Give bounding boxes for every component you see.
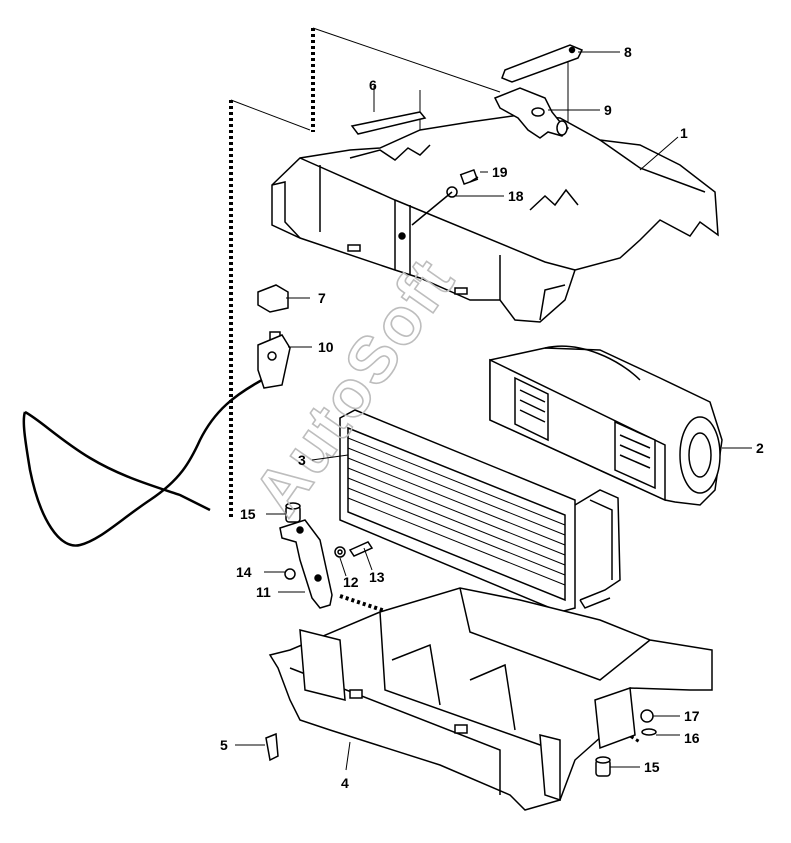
callout-18: 18 <box>508 188 524 204</box>
callout-2: 2 <box>756 440 764 456</box>
callout-3: 3 <box>298 452 306 468</box>
callout-7: 7 <box>318 290 326 306</box>
bracket-strap-part-8 <box>501 44 584 83</box>
control-knob-cable-parts-7-10 <box>22 284 291 547</box>
clip-part-5 <box>265 732 279 762</box>
callout-13: 13 <box>369 569 385 585</box>
callout-5: 5 <box>220 737 228 753</box>
callout-8: 8 <box>624 44 632 60</box>
callout-numbers: 1 2 3 4 5 6 7 8 9 10 11 12 13 14 15 15 1… <box>220 44 764 791</box>
callout-4: 4 <box>341 775 349 791</box>
callout-leader-lines <box>235 51 752 771</box>
callout-12: 12 <box>343 574 359 590</box>
callout-17: 17 <box>684 708 700 724</box>
callout-6: 6 <box>369 77 377 93</box>
bracket-part-11 <box>279 519 374 609</box>
valve-fitting-part-9 <box>493 87 570 139</box>
callout-14: 14 <box>236 564 252 580</box>
callout-16: 16 <box>684 730 700 746</box>
lower-housing-part-4 <box>268 587 713 811</box>
callout-15-lower: 15 <box>644 759 660 775</box>
bolt-washer-parts-18-19 <box>411 168 479 226</box>
bushing-part-15-upper <box>285 502 301 523</box>
strap-part-6 <box>350 111 427 135</box>
callout-10: 10 <box>318 339 334 355</box>
heater-core-part-3 <box>339 409 621 613</box>
callout-11: 11 <box>256 584 271 600</box>
upper-housing-part-1 <box>271 114 719 323</box>
callout-15-upper: 15 <box>240 506 256 522</box>
callout-1: 1 <box>680 125 688 141</box>
callout-9: 9 <box>604 102 612 118</box>
callout-19: 19 <box>492 164 508 180</box>
blower-fan-part-2 <box>489 345 723 683</box>
fasteners-parts-15-16-17-lower <box>595 709 657 777</box>
